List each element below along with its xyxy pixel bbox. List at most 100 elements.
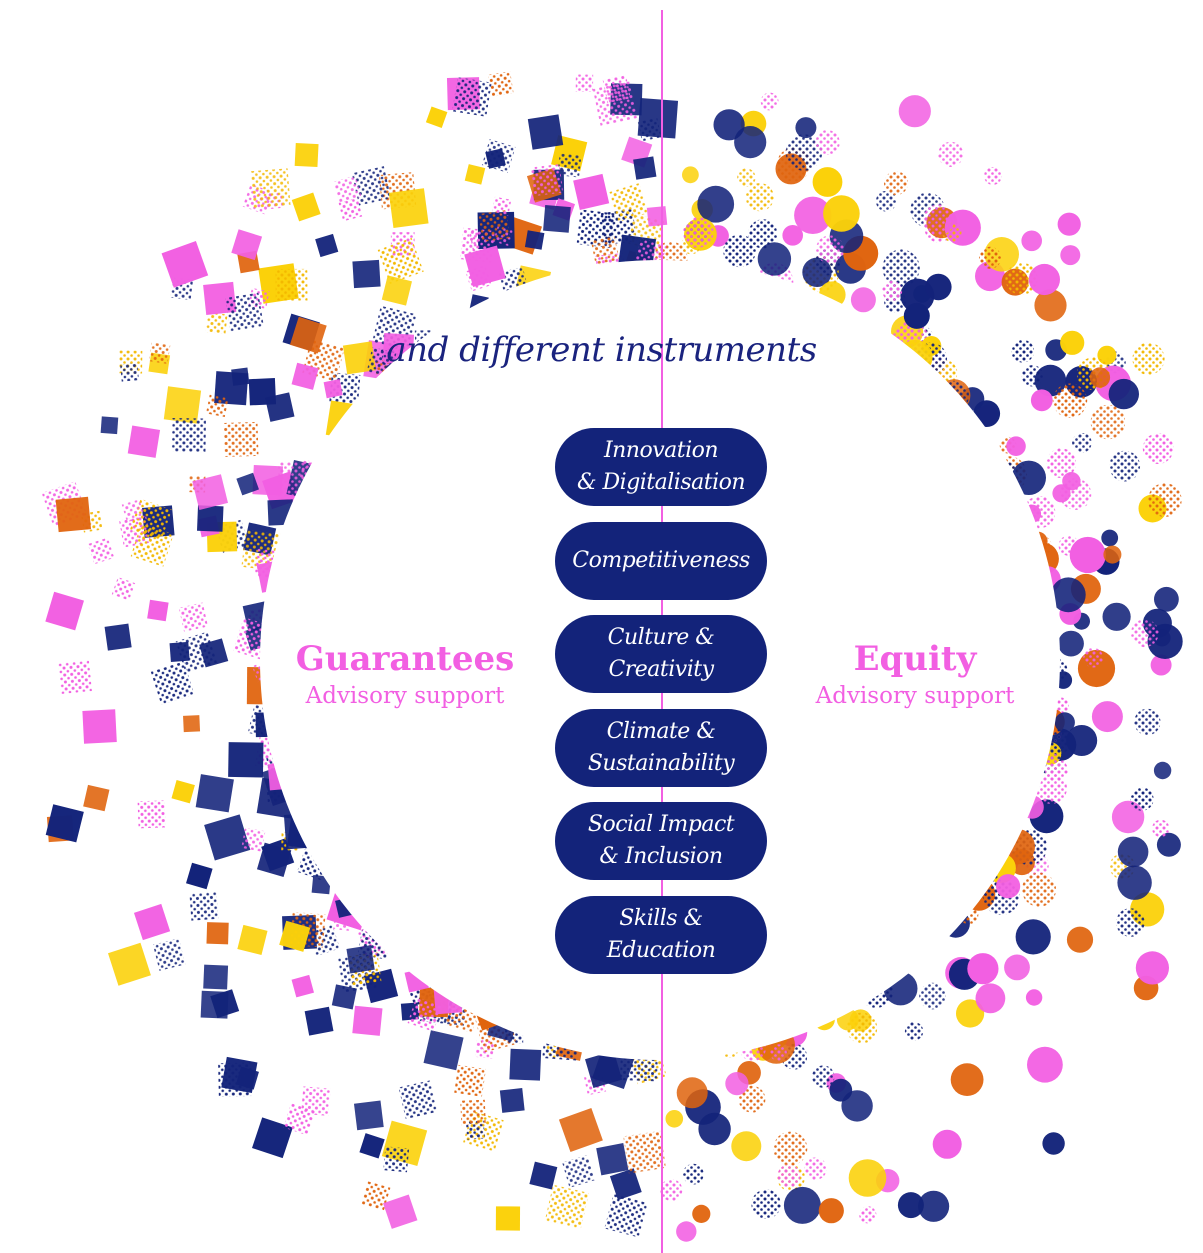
confetti-dot (1101, 529, 1119, 547)
confetti-dot (737, 168, 756, 187)
confetti-square (383, 1146, 410, 1173)
confetti-square (633, 156, 657, 180)
confetti-dot (1130, 787, 1154, 811)
confetti-dot (848, 1159, 887, 1197)
confetti-square (171, 417, 206, 453)
confetti-square (225, 292, 264, 332)
left-title: Guarantees (295, 639, 515, 679)
confetti-dot (925, 273, 952, 301)
confetti-dot (1021, 365, 1044, 387)
confetti-square (147, 599, 169, 622)
confetti-square (241, 827, 266, 852)
confetti-square (111, 577, 136, 601)
confetti-dot (1108, 378, 1140, 410)
confetti-square (206, 394, 229, 418)
confetti-square (333, 175, 362, 204)
confetti-dot (692, 1204, 711, 1223)
confetti-dot (1050, 577, 1086, 613)
confetti-square (291, 974, 314, 998)
confetti-square (252, 1117, 293, 1159)
confetti-dot (975, 983, 1006, 1014)
confetti-square (351, 166, 392, 206)
confetti-square (543, 204, 571, 233)
confetti-square (87, 537, 115, 565)
confetti-dot (1117, 836, 1149, 868)
confetti-dot (882, 280, 903, 301)
confetti-dot (682, 1163, 704, 1185)
confetti-square (485, 148, 506, 169)
confetti-square (291, 362, 319, 390)
confetti-square (137, 800, 166, 829)
confetti-square (236, 472, 259, 496)
confetti-dot (918, 1190, 950, 1222)
confetti-square (460, 1099, 486, 1126)
confetti-square (592, 81, 638, 126)
theme-social-impact-inclusion: Social Impact & Inclusion (555, 802, 767, 880)
confetti-dot (932, 1129, 962, 1159)
confetti-dot (1154, 586, 1179, 612)
confetti-square (527, 114, 564, 150)
confetti-dot (665, 1110, 684, 1128)
confetti-square (192, 474, 228, 511)
theme-innovation-digitalisation: Innovation & Digitalisation (555, 428, 767, 506)
confetti-dot (903, 302, 930, 329)
confetti-dot (773, 1131, 808, 1166)
confetti-dot (1030, 389, 1053, 412)
confetti-dot (1042, 1132, 1065, 1155)
confetti-square (205, 312, 228, 335)
confetti-dot (1028, 263, 1060, 296)
right-title: Equity (853, 639, 977, 679)
confetti-dot (1057, 212, 1081, 236)
confetti-square (82, 709, 117, 744)
confetti-square (289, 316, 327, 354)
theme-line: Sustainability (587, 750, 735, 776)
confetti-dot (898, 95, 931, 128)
confetti-square (199, 638, 229, 668)
confetti-dot (1103, 545, 1122, 564)
confetti-dot (823, 195, 860, 232)
confetti-square (338, 197, 363, 222)
confetti-square (315, 233, 339, 258)
confetti-dot (1090, 404, 1126, 440)
confetti-dot (818, 1198, 844, 1224)
confetti-square (203, 964, 229, 990)
confetti-square (150, 661, 195, 705)
confetti-dot (1052, 484, 1071, 503)
confetti-square (45, 804, 84, 843)
confetti-dot (725, 1072, 749, 1096)
confetti-square (55, 496, 92, 533)
confetti-dot (829, 1078, 853, 1102)
theme-skills-education: Skills & Education (555, 895, 767, 974)
confetti-dot (882, 249, 920, 287)
confetti-dot (1021, 230, 1042, 252)
theme-climate-sustainability: Climate & Sustainability (555, 708, 767, 787)
confetti-dot (713, 109, 745, 141)
confetti-square (58, 660, 92, 695)
confetti-dot (812, 1065, 835, 1088)
confetti-square (352, 259, 381, 289)
confetti-square (465, 1120, 485, 1140)
right-subtitle: Advisory support (815, 683, 1015, 710)
confetti-dot (1089, 367, 1111, 388)
confetti-square (377, 237, 424, 284)
confetti-dot (1005, 262, 1038, 295)
theme-line: Education (606, 937, 716, 963)
confetti-dot (1156, 832, 1181, 857)
confetti-square (323, 379, 343, 399)
confetti-dot (938, 141, 964, 167)
confetti-square (265, 392, 295, 422)
confetti-square (279, 920, 311, 952)
confetti-dot (1060, 245, 1081, 266)
confetti-dot (1153, 761, 1172, 780)
theme-line: Creativity (608, 657, 714, 682)
confetti-square (214, 371, 249, 406)
theme-line: Innovation (603, 438, 719, 464)
confetti-square (121, 499, 145, 523)
confetti-dot (731, 1131, 762, 1162)
confetti-dot (1011, 339, 1035, 363)
confetti-square (609, 1168, 642, 1201)
confetti-square (388, 188, 429, 228)
left-subtitle: Advisory support (305, 683, 505, 710)
confetti-square (120, 362, 139, 382)
